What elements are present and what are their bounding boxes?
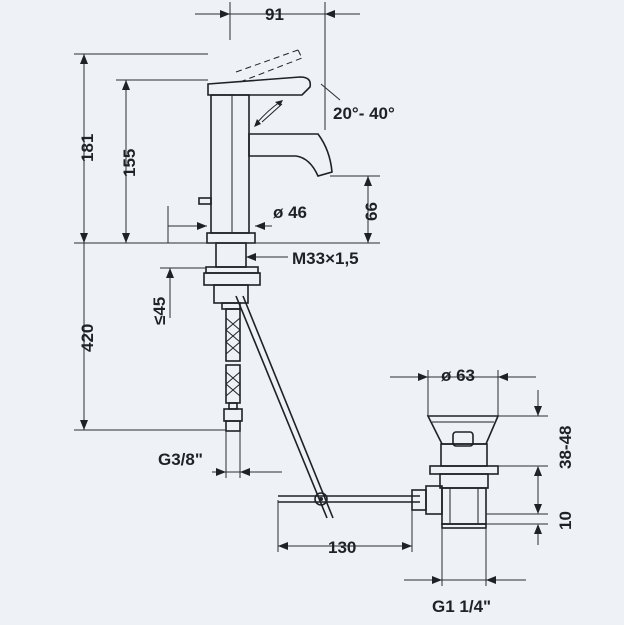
faucet-body <box>198 49 333 244</box>
dim-label-angle: 20°- 40° <box>333 104 395 123</box>
dim-label-38-48: 38-48 <box>556 426 575 469</box>
dim-label-max-45: ≤45 <box>150 297 169 325</box>
supply-hose <box>223 308 243 432</box>
dim-label-10: 10 <box>556 511 575 530</box>
mounting-assembly <box>203 242 261 310</box>
dim-label-155: 155 <box>120 149 139 177</box>
dim-label-diameter-46: ø 46 <box>273 203 307 222</box>
dim-label-thread-m33: M33×1,5 <box>292 249 359 268</box>
pop-up-rod <box>235 295 420 519</box>
dim-label-420: 420 <box>78 324 97 352</box>
dim-label-91: 91 <box>265 5 284 24</box>
dimension-lines <box>74 2 548 586</box>
dim-label-66: 66 <box>362 202 381 221</box>
dim-label-130: 130 <box>328 538 356 557</box>
dim-label-g114: G1 1/4" <box>432 597 491 616</box>
dim-label-181: 181 <box>78 134 97 162</box>
dim-label-g38: G3/8" <box>158 450 203 469</box>
waste-valve <box>411 415 500 529</box>
dim-label-diameter-63: ø 63 <box>441 366 475 385</box>
